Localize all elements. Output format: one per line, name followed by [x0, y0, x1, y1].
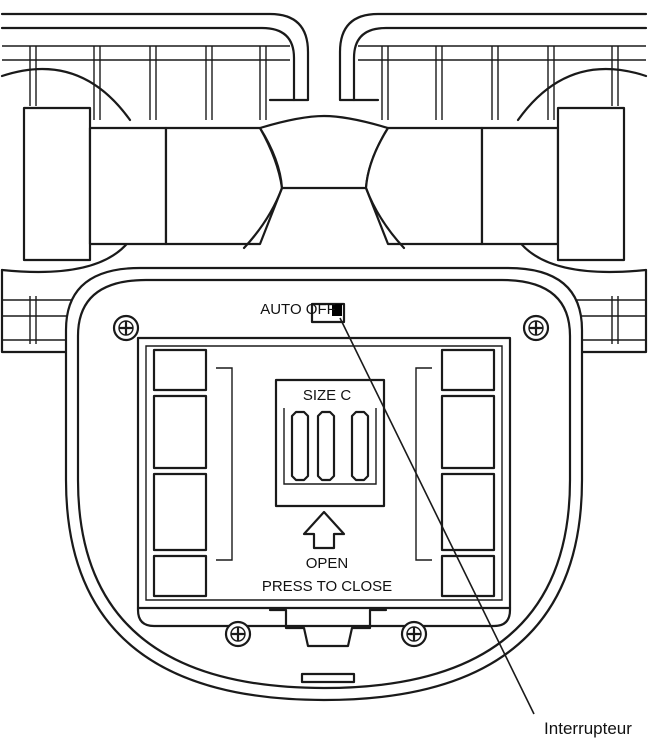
cover-close-label: PRESS TO CLOSE — [262, 578, 392, 595]
left-lamp-head — [0, 12, 310, 354]
arrow-up-icon — [302, 510, 346, 550]
cover-latch — [268, 608, 388, 648]
battery-window — [274, 378, 386, 508]
swivel-arm — [22, 106, 626, 262]
left-arm-end — [22, 106, 92, 262]
battery-cover: SIZE C OPEN PRESS TO CLOSE — [136, 336, 512, 648]
bottom-slot — [300, 672, 356, 684]
right-arm-end — [556, 106, 626, 262]
phillips-screw-icon — [112, 314, 140, 342]
cover-open-label: OPEN — [306, 555, 349, 572]
switch-position-label: AUTO OFF — [260, 301, 336, 318]
battery-icon — [283, 408, 377, 485]
switch-knob[interactable] — [332, 304, 342, 316]
callout-label: Interrupteur — [544, 719, 632, 738]
right-lamp-head — [338, 12, 648, 354]
battery-size-label: SIZE C — [303, 387, 352, 404]
right-grip-tabs — [415, 348, 496, 598]
phillips-screw-icon — [522, 314, 550, 342]
left-grille — [2, 45, 290, 344]
phillips-screw-icon — [224, 620, 252, 648]
left-grip-tabs — [152, 348, 233, 598]
phillips-screw-icon — [400, 620, 428, 648]
callout-leader-line — [339, 317, 535, 715]
auto-off-switch[interactable] — [310, 302, 346, 324]
right-grille — [358, 45, 646, 344]
